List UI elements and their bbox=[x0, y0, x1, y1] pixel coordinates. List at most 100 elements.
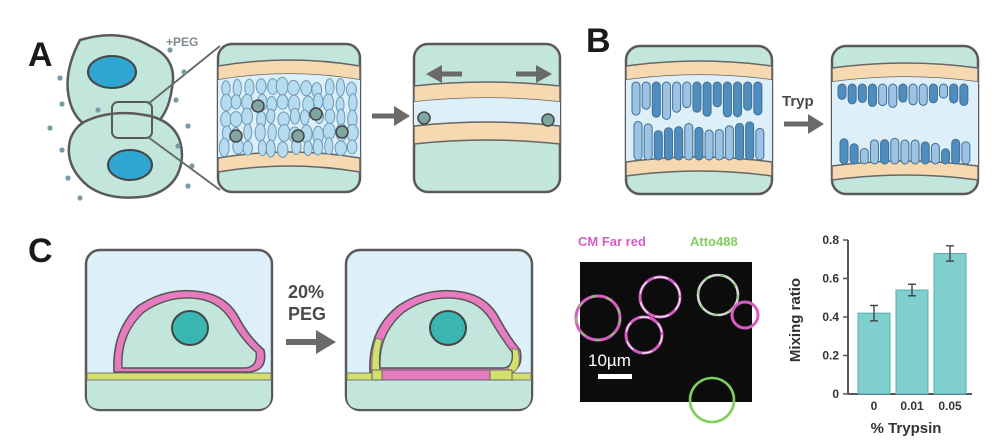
glycan-rod bbox=[839, 138, 849, 165]
polymer-blob bbox=[322, 93, 335, 112]
glycan-rod bbox=[847, 83, 857, 105]
bar bbox=[895, 289, 929, 395]
panel-a-zoom-box-before bbox=[216, 42, 362, 194]
bar bbox=[933, 252, 967, 395]
polymer-blob bbox=[346, 139, 358, 155]
glycan-rod bbox=[910, 139, 920, 165]
peg-bead bbox=[541, 113, 555, 127]
x-tick-label: 0.05 bbox=[938, 399, 962, 413]
polymer-blob bbox=[232, 78, 242, 98]
panel-c-cell-before bbox=[84, 248, 274, 412]
zoom-line-top bbox=[147, 45, 221, 105]
polymer-blob bbox=[299, 109, 310, 126]
y-tick-label: 0.2 bbox=[822, 349, 839, 363]
glycan-rod bbox=[672, 81, 682, 113]
glycan-rod bbox=[704, 129, 714, 161]
stain2-label: Atto488 bbox=[690, 234, 738, 249]
glycan-rod bbox=[661, 81, 671, 120]
peg-label: +PEG bbox=[166, 35, 198, 49]
pull-left-arrow bbox=[426, 65, 462, 83]
glycan-rod bbox=[735, 122, 745, 161]
mixed-membrane-edge bbox=[489, 369, 513, 381]
micrograph-image bbox=[580, 262, 752, 402]
polymer-blob bbox=[324, 108, 336, 125]
x-tick-label: 0.01 bbox=[900, 399, 924, 413]
stain1-label: CM Far red bbox=[578, 234, 646, 249]
glycan-rod bbox=[682, 81, 692, 109]
polymer-blob bbox=[267, 123, 277, 142]
membrane-bottom bbox=[413, 121, 561, 145]
panel-b-letter: B bbox=[586, 22, 611, 60]
tryp-label: Tryp bbox=[782, 93, 814, 110]
scale-bar-label: 10µm bbox=[588, 351, 631, 370]
thin-lumen bbox=[414, 98, 560, 126]
upper-nucleus bbox=[87, 55, 137, 89]
x-axis-title: % Trypsin bbox=[871, 420, 942, 437]
glycan-rod bbox=[722, 81, 732, 118]
polymer-blob bbox=[300, 80, 313, 97]
glycan-rod bbox=[898, 83, 908, 103]
peg-bead bbox=[417, 111, 431, 125]
polymer-mesh bbox=[218, 76, 359, 158]
glycan-rod bbox=[941, 148, 951, 165]
panel-a-zoom-box-after bbox=[412, 42, 562, 194]
polymer-blob bbox=[303, 140, 313, 157]
y-tick-label: 0.6 bbox=[822, 272, 839, 286]
glycan-rod bbox=[890, 137, 900, 165]
glycan-rod bbox=[712, 81, 722, 108]
glycan-rod bbox=[869, 139, 879, 165]
polymer-blob bbox=[287, 79, 300, 96]
glycan-rod bbox=[714, 128, 724, 161]
polymer-blob bbox=[313, 92, 324, 110]
peg-beads bbox=[229, 99, 349, 143]
polymer-blob bbox=[221, 80, 231, 97]
glycan-rod bbox=[928, 83, 938, 104]
glycan-rod bbox=[837, 83, 847, 100]
polymer-blob bbox=[334, 140, 348, 156]
y-tick-label: 0.4 bbox=[822, 310, 839, 324]
glycan-rod bbox=[643, 123, 653, 161]
panel-c-arrow: 20% PEG bbox=[286, 282, 336, 354]
glycan-rod bbox=[684, 123, 694, 161]
bar bbox=[857, 312, 891, 395]
polymer-blob bbox=[218, 137, 230, 157]
glycan-rod bbox=[878, 83, 888, 107]
peg-dots bbox=[47, 47, 195, 201]
cleaved-glycocalyx bbox=[837, 83, 971, 165]
peg-word: PEG bbox=[288, 304, 326, 324]
dense-glycocalyx bbox=[631, 81, 765, 161]
lower-nucleus bbox=[107, 149, 153, 181]
glycan-rod bbox=[880, 139, 890, 165]
glycan-rod bbox=[918, 83, 928, 106]
polymer-blob bbox=[277, 124, 291, 142]
glycan-rod bbox=[651, 81, 661, 118]
glycan-rod bbox=[859, 148, 869, 165]
nucleus bbox=[429, 310, 467, 346]
glycan-rod bbox=[951, 138, 961, 165]
panel-a-arrow bbox=[372, 106, 410, 126]
glycan-rod bbox=[633, 121, 643, 161]
glycan-rod bbox=[724, 125, 734, 161]
bar-group bbox=[857, 245, 967, 395]
glycan-rod bbox=[849, 143, 859, 165]
glycan-rod bbox=[939, 83, 949, 99]
panel-b-arrow: Tryp bbox=[782, 93, 824, 134]
scale-bar bbox=[598, 374, 632, 379]
peg-percent: 20% bbox=[288, 282, 324, 302]
glycan-rod bbox=[959, 83, 969, 106]
polymer-blob bbox=[220, 111, 232, 128]
glycan-rod bbox=[961, 141, 971, 165]
glycan-rod bbox=[653, 130, 663, 161]
panel-a-letter: A bbox=[28, 36, 53, 74]
glycan-rod bbox=[755, 127, 765, 161]
glycan-rod bbox=[692, 81, 702, 113]
glycan-rod bbox=[663, 127, 673, 161]
glycan-rod bbox=[694, 126, 704, 161]
glycan-rod bbox=[745, 121, 755, 161]
polymer-blob bbox=[322, 122, 336, 140]
polymer-blob bbox=[254, 123, 266, 142]
y-tick-label: 0 bbox=[832, 387, 839, 401]
glycan-rod bbox=[867, 83, 877, 107]
polymer-blob bbox=[230, 94, 242, 110]
